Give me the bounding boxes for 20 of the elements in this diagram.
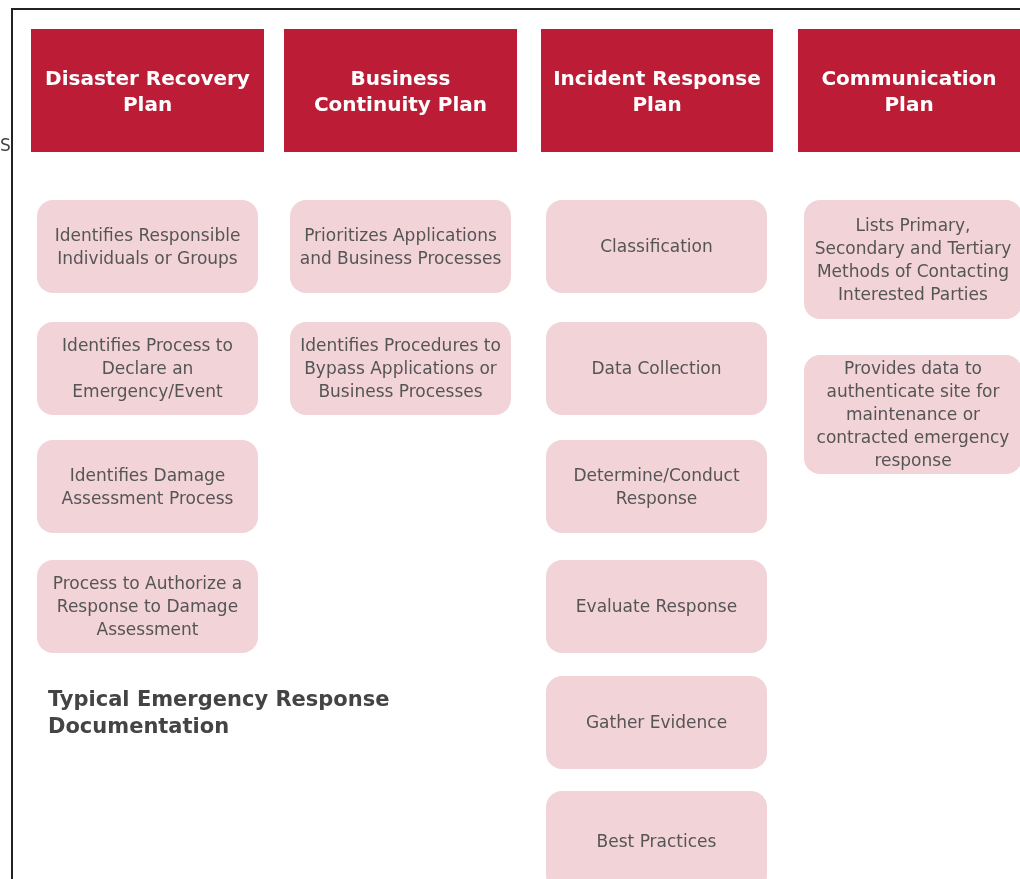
item-card: Classification <box>546 200 767 293</box>
item-card: Best Practices <box>546 791 767 879</box>
cut-off-text: S <box>0 134 12 157</box>
item-card: Identifies Procedures to Bypass Applications or Business Processes <box>290 322 511 415</box>
item-card: Prioritizes Applications and Business Processes <box>290 200 511 293</box>
item-card: Provides data to authenticate site for maintenance or contracted emergency response <box>804 355 1020 474</box>
item-card: Determine/Conduct Response <box>546 440 767 533</box>
item-card: Evaluate Response <box>546 560 767 653</box>
plan-header: Disaster Recovery Plan <box>31 29 264 152</box>
item-card: Gather Evidence <box>546 676 767 769</box>
plan-header: Communication Plan <box>798 29 1020 152</box>
item-card: Data Collection <box>546 322 767 415</box>
bold-note-text: Typical Emergency Response Documentation <box>48 686 391 740</box>
plan-header: Incident Response Plan <box>541 29 773 152</box>
item-card: Lists Primary, Secondary and Tertiary Methods of Contacting Interested Parties <box>804 200 1020 319</box>
item-card: Process to Authorize a Response to Damage Assessment <box>37 560 258 653</box>
item-card: Identifies Process to Declare an Emergency/Event <box>37 322 258 415</box>
plan-header: Business Continuity Plan <box>284 29 517 152</box>
item-card: Identifies Responsible Individuals or Groups <box>37 200 258 293</box>
item-card: Identifies Damage Assessment Process <box>37 440 258 533</box>
